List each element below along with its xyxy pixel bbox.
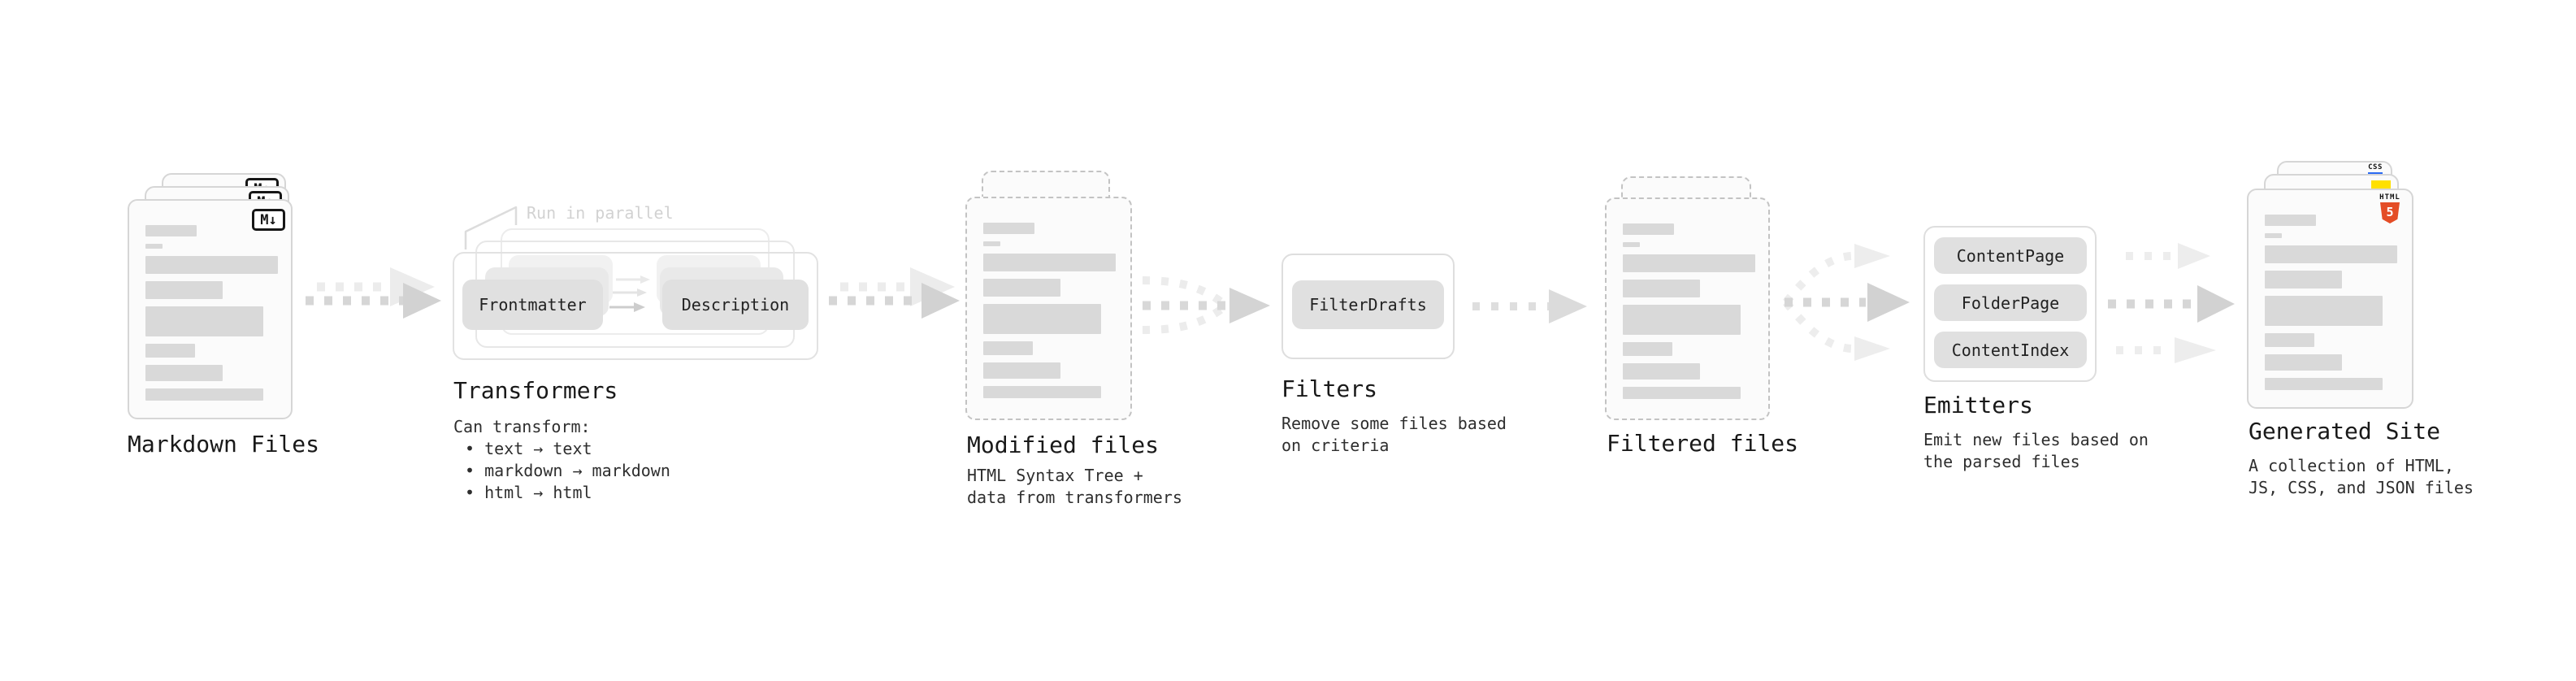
parallel-run-arrows — [609, 275, 650, 312]
filterdrafts-node: FilterDrafts — [1292, 280, 1444, 329]
text-placeholder-bar — [2265, 354, 2342, 371]
arrow-filtered-to-emitters — [1783, 244, 1910, 361]
stage-label-modified-files: Modified files — [967, 432, 1160, 458]
arrow-transformers-to-modified — [829, 267, 960, 319]
emitters-description: Emit new files based on the parsed files — [1923, 429, 2149, 473]
description-node: Description — [662, 280, 809, 330]
text-placeholder-bar — [2265, 233, 2282, 238]
html5-icon-label: HTML — [2379, 193, 2400, 202]
text-placeholder-bar — [983, 254, 1116, 271]
bullet-item: • text → text — [465, 439, 592, 458]
desc-line: the parsed files — [1923, 452, 2080, 471]
folderpage-node: FolderPage — [1934, 284, 2087, 321]
text-placeholder-bar — [1623, 342, 1672, 356]
text-placeholder-bar — [2265, 245, 2397, 263]
file-content-placeholder — [1623, 223, 1755, 406]
text-placeholder-bar — [983, 386, 1101, 398]
desc-line: data from transformers — [967, 488, 1182, 507]
frontmatter-node: Frontmatter — [462, 280, 603, 330]
desc-line: Emit new files based on — [1923, 430, 2149, 449]
arrow-markdown-to-transformers — [306, 267, 441, 319]
filters-description: Remove some files based on criteria — [1281, 413, 1507, 457]
file-content-placeholder — [2265, 215, 2397, 397]
bullet-item: • html → html — [465, 483, 592, 502]
text-placeholder-bar — [145, 388, 263, 401]
stage-label-generated-site: Generated Site — [2249, 418, 2441, 445]
text-placeholder-bar — [2265, 271, 2342, 288]
text-placeholder-bar — [983, 304, 1101, 334]
text-placeholder-bar — [1623, 280, 1700, 297]
text-placeholder-bar — [983, 279, 1060, 297]
callout-line — [464, 206, 518, 249]
text-placeholder-bar — [145, 306, 263, 336]
text-placeholder-bar — [145, 225, 197, 236]
css-icon-underline — [2368, 172, 2383, 175]
text-placeholder-bar — [145, 344, 195, 358]
stage-label-transformers: Transformers — [453, 377, 618, 404]
markdown-file-card-front: M↓ — [128, 199, 293, 419]
text-placeholder-bar — [145, 281, 223, 299]
text-placeholder-bar — [2265, 333, 2314, 347]
text-placeholder-bar — [2265, 296, 2383, 326]
text-placeholder-bar — [2265, 215, 2316, 226]
arrow-modified-to-filters — [1142, 276, 1270, 334]
arrow-filters-to-filtered — [1472, 289, 1587, 323]
markdown-icon: M↓ — [252, 209, 285, 231]
text-placeholder-bar — [983, 341, 1033, 355]
file-content-placeholder — [145, 225, 278, 408]
stage-label-markdown-files: Markdown Files — [128, 431, 320, 458]
desc-line: HTML Syntax Tree + — [967, 466, 1143, 485]
text-placeholder-bar — [1623, 223, 1674, 235]
text-placeholder-bar — [983, 223, 1034, 234]
stage-label-emitters: Emitters — [1923, 392, 2033, 419]
run-in-parallel-note: Run in parallel — [527, 203, 674, 223]
text-placeholder-bar — [983, 362, 1060, 379]
desc-title: Can transform: — [453, 417, 591, 436]
modified-files-description: HTML Syntax Tree + data from transformer… — [967, 465, 1182, 509]
text-placeholder-bar — [145, 244, 163, 249]
text-placeholder-bar — [983, 241, 1000, 246]
bullet-item: • markdown → markdown — [465, 461, 670, 480]
contentpage-node: ContentPage — [1934, 237, 2087, 274]
contentindex-node: ContentIndex — [1934, 332, 2087, 368]
file-content-placeholder — [983, 223, 1116, 406]
modified-file-card-front — [965, 197, 1132, 420]
html5-icon: HTML 5 — [2378, 193, 2402, 223]
desc-line: A collection of HTML, — [2249, 456, 2454, 475]
text-placeholder-bar — [2265, 378, 2383, 390]
text-placeholder-bar — [145, 256, 278, 274]
stage-label-filtered-files: Filtered files — [1607, 430, 1799, 457]
arrow-emitters-to-generated — [2108, 243, 2235, 363]
stage-label-filters: Filters — [1281, 375, 1378, 402]
text-placeholder-bar — [1623, 254, 1755, 272]
css-icon-label: CSS — [2368, 163, 2383, 171]
js-icon — [2371, 180, 2391, 189]
generated-site-description: A collection of HTML, JS, CSS, and JSON … — [2249, 455, 2474, 499]
text-placeholder-bar — [1623, 305, 1741, 335]
generated-file-card-html: HTML 5 — [2247, 189, 2413, 409]
text-placeholder-bar — [145, 365, 223, 381]
filtered-file-card-front — [1605, 197, 1770, 420]
transformer-box-front — [453, 252, 818, 360]
transformers-description: Can transform: • text → text • markdown … — [453, 416, 670, 504]
text-placeholder-bar — [1623, 387, 1741, 399]
text-placeholder-bar — [1623, 242, 1640, 247]
desc-line: Remove some files based — [1281, 414, 1507, 433]
css-icon: CSS — [2368, 164, 2383, 175]
desc-line: JS, CSS, and JSON files — [2249, 478, 2474, 497]
text-placeholder-bar — [1623, 363, 1700, 380]
desc-line: on criteria — [1281, 436, 1390, 455]
